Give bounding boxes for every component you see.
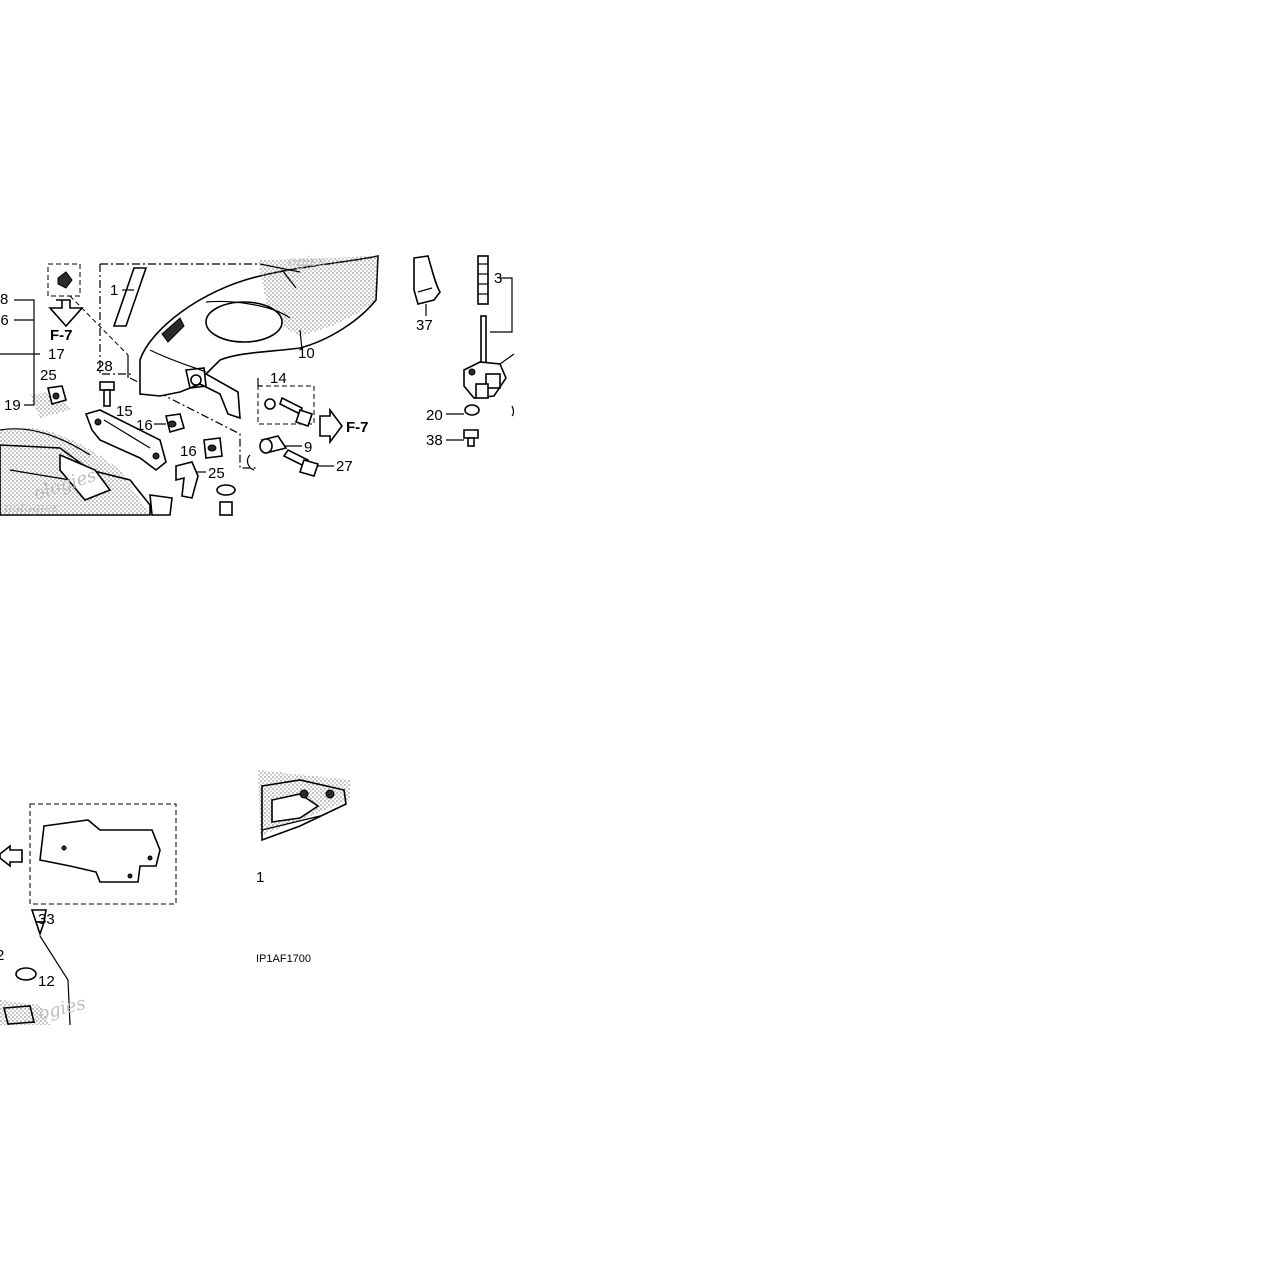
callout-14: 14: [270, 370, 287, 387]
callout-12: 12: [38, 973, 55, 990]
watermark-1: ogies: [288, 254, 325, 270]
fuel-valve-assembly: [413, 255, 515, 447]
callout-19: 19: [4, 397, 21, 414]
callout-36: 36: [0, 312, 9, 329]
callout-25a: 25: [40, 367, 57, 384]
reference-arrow-left: [48, 299, 84, 328]
callout-33: 33: [38, 911, 55, 928]
callout-8: 8: [0, 291, 8, 308]
callout-16b: 16: [180, 443, 197, 460]
reference-arrow-right: [319, 407, 343, 445]
callout-1b: 1: [256, 869, 264, 886]
ref-label-left: F-7: [50, 327, 73, 344]
drawing-code: IP1AF1700: [256, 953, 311, 965]
upper-left-panel: [0, 263, 255, 516]
callout-20: 20: [426, 407, 443, 424]
callout-2: 2: [0, 947, 4, 964]
callout-17: 17: [48, 346, 65, 363]
callout-37: 37: [416, 317, 433, 334]
callout-27: 27: [336, 458, 353, 475]
callout-9: 9: [304, 439, 312, 456]
callout-16a: 16: [136, 417, 153, 434]
callout-28: 28: [96, 358, 113, 375]
callout-38: 38: [426, 432, 443, 449]
callout-25b: 25: [208, 465, 225, 482]
bolt-set: [257, 378, 343, 477]
callout-1: 1: [110, 282, 118, 299]
watermark-4: ogies: [36, 993, 88, 1025]
lower-left-assembly: [0, 803, 177, 1026]
watermark-3: nologies: [4, 501, 59, 516]
ref-label-right: F-7: [346, 419, 369, 436]
callout-10: 10: [298, 345, 315, 362]
lower-inset: [258, 770, 350, 842]
callout-15: 15: [116, 403, 133, 420]
callout-3: 3: [494, 270, 502, 287]
panel-10: [99, 255, 379, 469]
